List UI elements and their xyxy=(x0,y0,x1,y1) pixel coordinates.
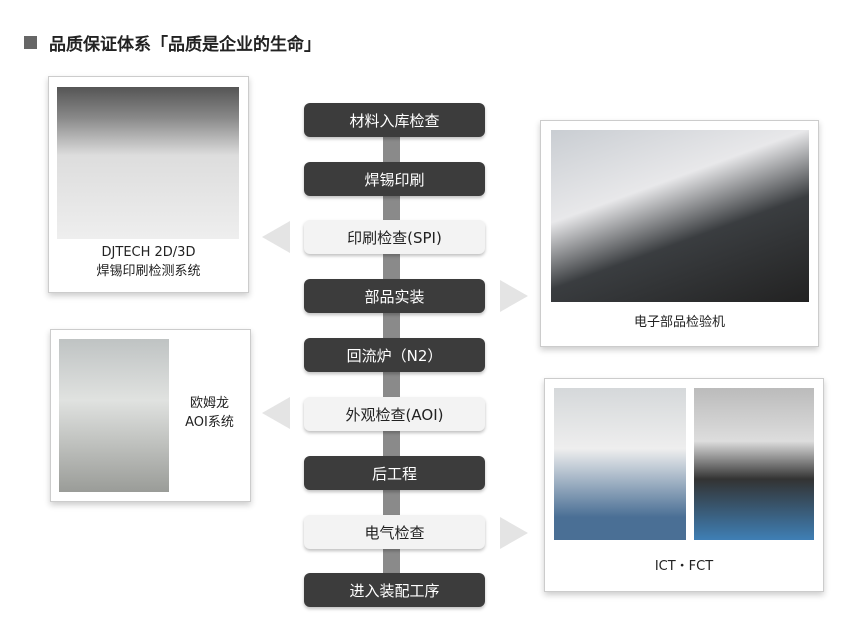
step-assembly: 进入装配工序 xyxy=(304,573,485,607)
step-solder-printing: 焊锡印刷 xyxy=(304,162,485,196)
arrow-right-icon xyxy=(500,517,528,549)
step-aoi: 外观检查(AOI) xyxy=(304,397,485,431)
title-text: 品质保证体系「品质是企业的生命」 xyxy=(49,35,321,55)
arrow-right-icon xyxy=(500,280,528,312)
ict-caption: ICT・FCT xyxy=(654,559,714,574)
caption-line: 焊锡印刷检测系统 xyxy=(96,264,201,279)
page-title: 品质保证体系「品质是企业的生命」 xyxy=(24,30,321,55)
aoi-machine-photo xyxy=(59,339,169,492)
step-spi: 印刷检查(SPI) xyxy=(304,220,485,254)
caption-line: DJTECH 2D/3D xyxy=(101,245,196,260)
step-post-process: 后工程 xyxy=(304,456,485,490)
step-reflow: 回流炉（N2） xyxy=(304,338,485,372)
ict-photo xyxy=(554,388,686,540)
aoi-card: 欧姆龙 AOI系统 xyxy=(50,329,251,502)
parts-caption: 电子部品检验机 xyxy=(633,315,725,330)
spi-card: DJTECH 2D/3D 焊锡印刷检测系统 xyxy=(48,76,249,293)
parts-inspection-card: 电子部品检验机 xyxy=(540,120,819,347)
fct-photo xyxy=(694,388,814,540)
square-bullet-icon xyxy=(24,36,37,49)
step-mounting: 部品实装 xyxy=(304,279,485,313)
ict-fct-card: ICT・FCT xyxy=(544,378,824,592)
step-material-inspection: 材料入库检查 xyxy=(304,103,485,137)
caption-line: AOI系统 xyxy=(185,415,234,430)
step-electrical-test: 电气检查 xyxy=(304,515,485,549)
arrow-left-icon xyxy=(262,221,290,253)
caption-line: 欧姆龙 xyxy=(189,396,229,411)
aoi-caption: 欧姆龙 AOI系统 xyxy=(169,394,250,432)
spi-caption: DJTECH 2D/3D 焊锡印刷检测系统 xyxy=(49,243,248,281)
parts-inspection-photo xyxy=(551,130,809,302)
arrow-left-icon xyxy=(262,397,290,429)
spi-machine-photo xyxy=(57,87,239,239)
